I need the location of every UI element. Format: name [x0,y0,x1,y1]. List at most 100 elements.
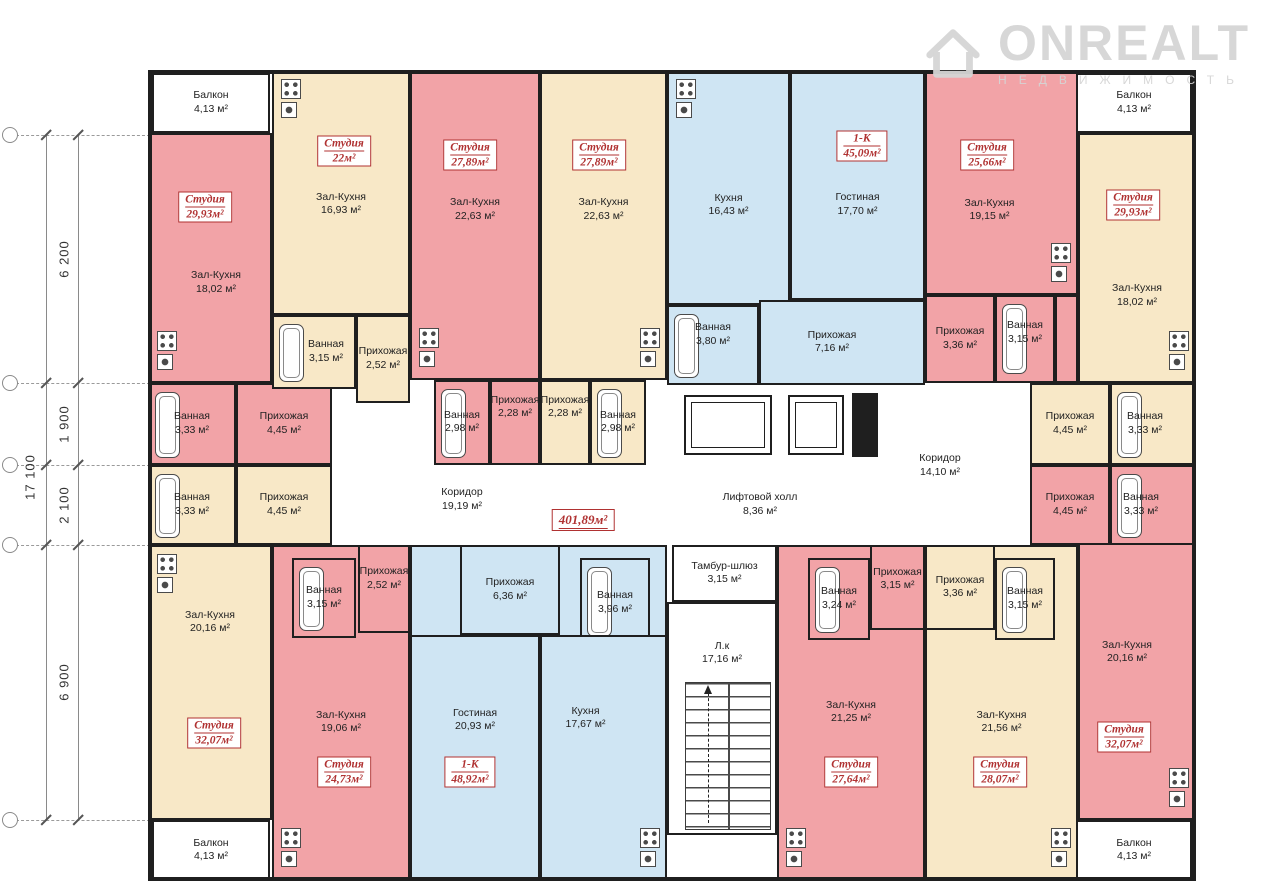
apartment-type: 1-К [843,133,881,147]
staircase-icon [685,682,771,830]
room-name: Прихожая [873,565,922,578]
axis-marker-circle [2,375,18,391]
structural-column [852,393,878,457]
kitchen-unit-icon [281,828,303,867]
sink-icon [281,851,297,867]
room-area: 8,36 м² [742,505,778,517]
sink-icon [640,351,656,367]
stove-icon [640,328,660,348]
bathtub-icon [674,314,699,378]
room-name: Зал-Кухня [316,708,366,721]
room-name: Зал-Кухня [191,269,241,282]
apartment-area: 27,89м² [580,156,618,169]
room-name: Зал-Кухня [578,196,629,209]
stove-icon [157,554,177,574]
sink-icon [786,851,802,867]
bathtub-icon [299,567,324,631]
stove-icon [786,828,806,848]
apartment-area: 27,89м² [451,156,489,169]
room-area: 3,36 м² [942,339,978,351]
onrealt-logo: ONREALT НЕДВИЖИМОСТЬ [922,18,1250,87]
room-name: Прихожая [1045,410,1095,423]
floor-total-area-badge: 401,89м² [551,509,615,531]
stove-icon [281,828,301,848]
room-area: 4,45 м² [266,505,302,517]
room-name: Прихожая [358,345,408,358]
room-name: Балкон [1116,89,1152,102]
room-area: 21,56 м² [981,722,1022,735]
stove-icon [419,328,439,348]
stove-icon [1051,243,1071,263]
bathtub-icon [1117,474,1142,538]
sink-icon [676,102,692,118]
apartment-type: Студия [324,137,364,152]
room-area: 2,52 м² [365,359,401,371]
stove-icon [676,79,696,99]
stair-path-line [707,693,709,823]
bathtub-icon [155,474,180,538]
apartment-area: 29,93м² [186,208,224,221]
room-area: 17,70 м² [837,205,878,217]
bathtub-icon [597,389,622,458]
room-area: 3,15 м² [880,579,915,592]
apartment-area: 48,92м² [451,773,489,786]
room-name: Прихожая [935,573,985,586]
axis-dashed-line [16,465,150,466]
axis-marker-circle [2,127,18,143]
kitchen-unit-icon [157,331,179,370]
stove-icon [281,79,301,99]
stair-divider [728,683,730,829]
apartment-type: Студия [194,719,234,734]
sink-icon [419,351,435,367]
apartment-type: Студия [324,758,364,773]
elevator-shaft [788,395,844,455]
room-name: Зал-Кухня [1102,638,1152,651]
elevator-shaft [684,395,772,455]
apartment-type: Студия [185,193,225,208]
dimension-tick [40,377,52,389]
room-area: 19,06 м² [321,722,361,735]
dimension-label: 6 200 [56,240,72,278]
apartment-type: Студия [1104,723,1144,738]
room-name: Зал-Кухня [316,190,366,203]
kitchen-unit-icon [640,828,662,867]
apartment-type: Студия [980,758,1020,773]
room-area: 14,10 м² [920,466,960,478]
